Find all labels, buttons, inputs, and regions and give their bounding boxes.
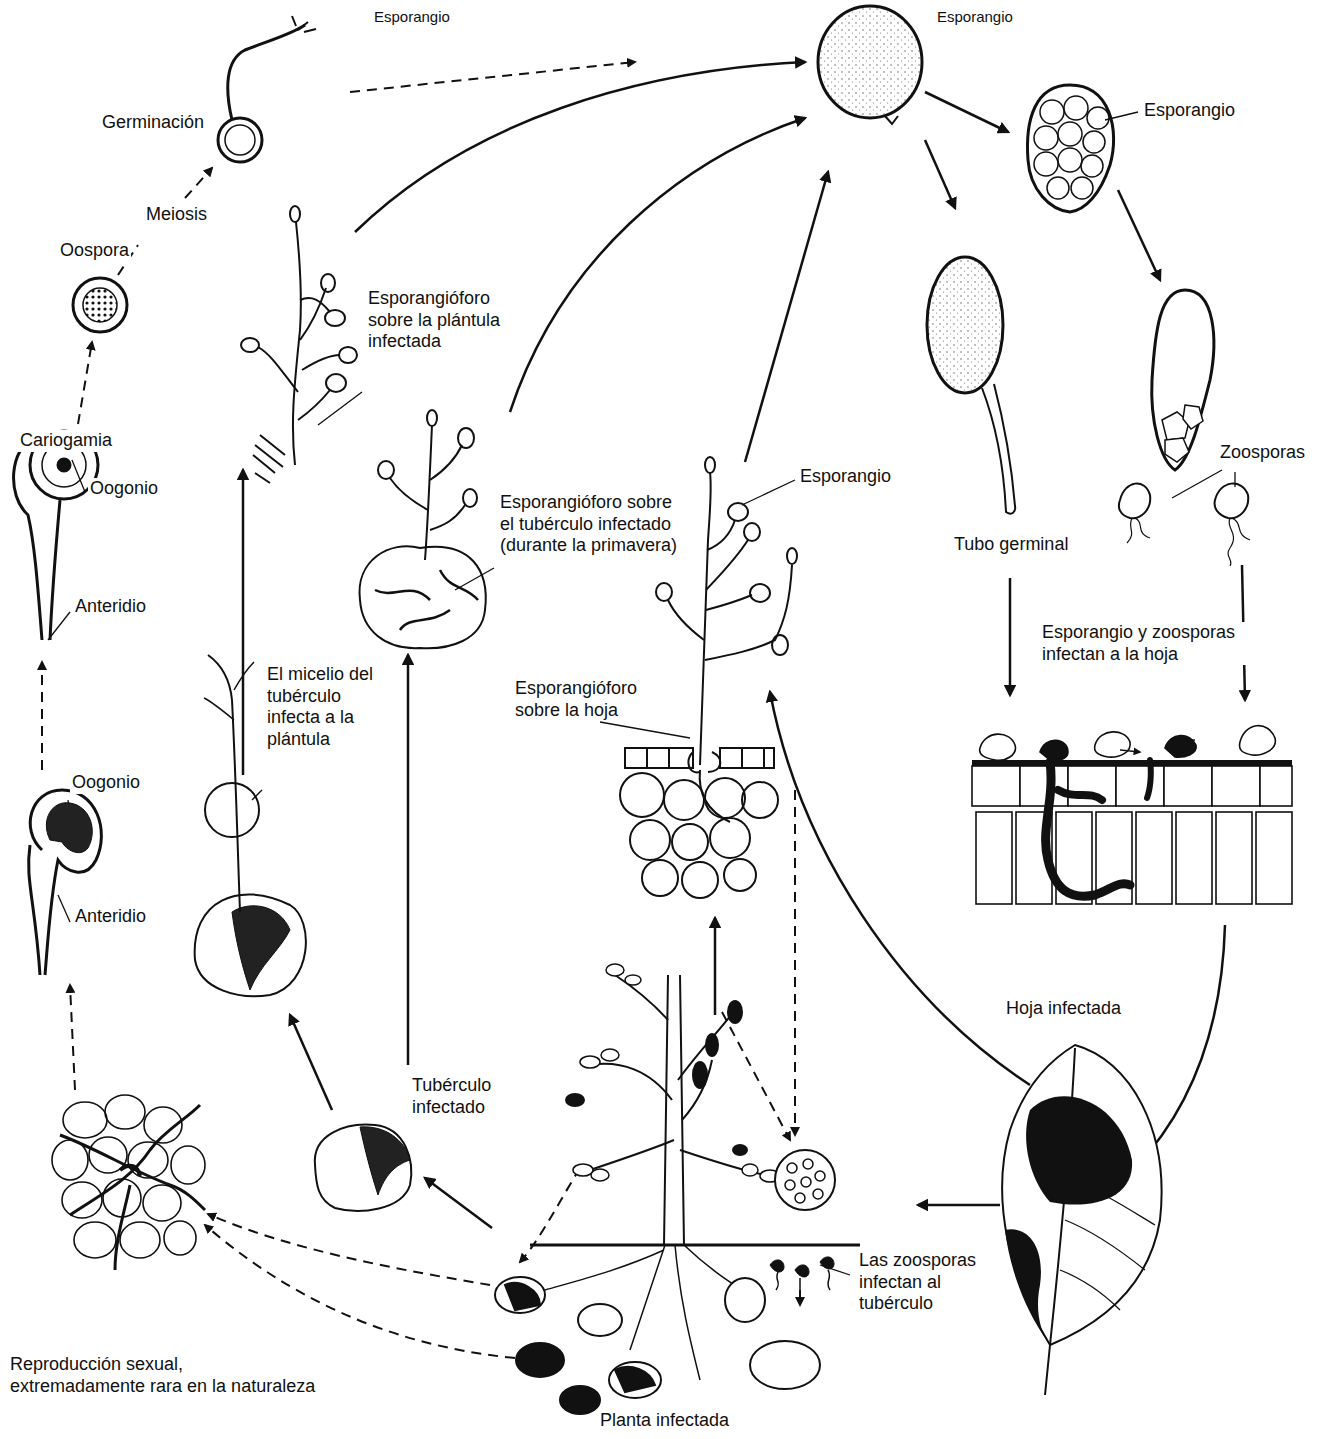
- label: Tubo germinal: [952, 534, 1070, 556]
- label: Esporangio: [935, 8, 1015, 26]
- label: Esporangióforo sobre la hoja: [513, 678, 685, 721]
- germinating-oospore: [218, 16, 316, 162]
- label: Germinación: [100, 112, 206, 134]
- label: Esporangióforo sobre la plántula infecta…: [366, 288, 530, 353]
- label: El micelio del tubérculo infecta a la pl…: [265, 664, 391, 750]
- label: Oogonio: [88, 478, 160, 500]
- leaf-section: [972, 726, 1292, 904]
- releasing-sporangium: [1119, 290, 1250, 566]
- infected-leaf: [1002, 1045, 1161, 1395]
- infected-tuber: [315, 1125, 411, 1211]
- sporangium-zoospores: [1027, 85, 1113, 212]
- label: Zoosporas: [1218, 442, 1307, 464]
- label: Planta infectada: [598, 1410, 731, 1432]
- leader-lines: [48, 112, 1235, 1275]
- label: Esporangio y zoosporas infectan a la hoj…: [1040, 622, 1259, 665]
- label: Hoja infectada: [1004, 998, 1123, 1020]
- sporangium: [818, 6, 922, 124]
- oogonium-antheridium: [29, 790, 102, 975]
- oospore: [73, 278, 127, 332]
- dashed-arrows: [42, 62, 795, 1358]
- label: Esporangióforo sobre el tubérculo infect…: [498, 492, 680, 557]
- mycelium-cells: [52, 1095, 205, 1270]
- label: Reproducción sexual, extremadamente rara…: [8, 1354, 324, 1397]
- infected-plant: [495, 964, 860, 1414]
- label: Meiosis: [144, 204, 209, 226]
- label: Cariogamia: [18, 430, 114, 452]
- label: Las zoosporas infectan al tubérculo: [857, 1250, 989, 1315]
- label: Anteridio: [73, 906, 148, 928]
- label: Anteridio: [73, 596, 148, 618]
- label: Esporangio: [798, 466, 893, 488]
- label: Esporangio: [372, 8, 452, 26]
- seedling-sporangiophore: [241, 206, 357, 483]
- label: Oospora: [58, 240, 131, 262]
- label: Esporangio: [1142, 100, 1237, 122]
- label: Tubérculo infectado: [410, 1075, 519, 1118]
- germinating-sporangium: [927, 257, 1015, 514]
- label: Oogonio: [70, 772, 142, 794]
- tuber-sporangiophore: [360, 410, 486, 648]
